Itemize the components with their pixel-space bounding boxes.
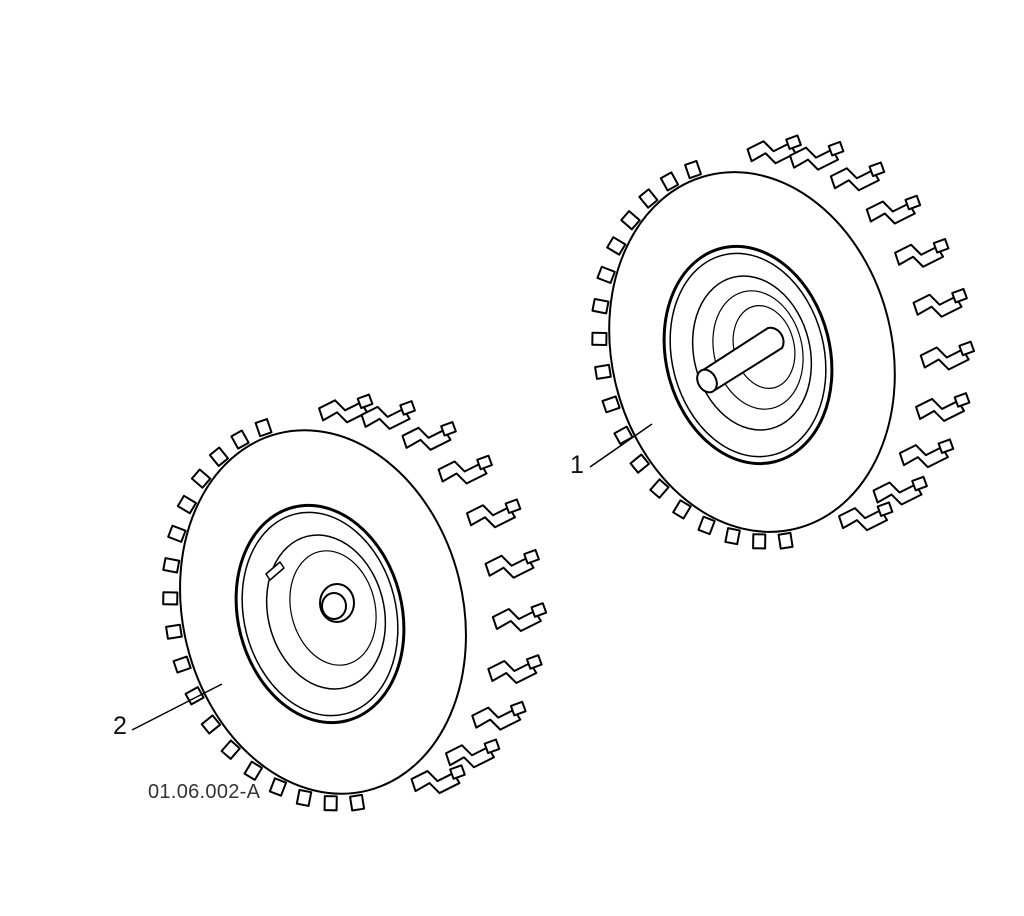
wheel-2-lug-block — [440, 421, 457, 437]
wheel-2-side-lug — [220, 739, 241, 760]
wheel-2-lug-block — [476, 454, 493, 471]
wheel-2-lug — [410, 770, 461, 795]
reference-code: 01.06.002-A — [148, 781, 261, 803]
wheel-1-side-lug — [613, 425, 634, 445]
wheel-1-lug — [865, 200, 916, 225]
wheel-2-lug-block — [399, 400, 416, 416]
wheel-2-lug-block — [504, 498, 522, 514]
callout-1-leader — [589, 423, 653, 468]
wheel-1-side-lug — [659, 171, 680, 192]
wheel-1-lug-block — [932, 238, 950, 254]
wheel-1-lug-block — [868, 161, 886, 178]
wheel-2-side-lug — [254, 418, 273, 438]
wheel-2-lug-block — [530, 602, 548, 618]
wheel-1-side-lug — [591, 331, 608, 346]
wheel-2-lug — [484, 554, 535, 579]
wheel-2-lug — [491, 608, 542, 633]
wheel-1-side-lug — [684, 160, 702, 180]
wheel-1-side-lug — [596, 265, 616, 284]
wheel-1-lug — [898, 444, 949, 469]
wheel-1-side-lug — [672, 499, 692, 520]
wheel-2-side-lug — [162, 591, 179, 606]
wheel-2-lug — [444, 744, 495, 769]
wheel-2-side-lug — [167, 524, 187, 543]
wheel-1-side-lug — [649, 478, 670, 499]
wheel-2-lug-block — [356, 393, 374, 410]
callout-1-label: 1 — [570, 451, 584, 479]
wheel-2-lug-block — [523, 548, 540, 565]
wheel-1-lug-block — [937, 438, 955, 454]
wheel-1-side-lugs — [591, 160, 794, 550]
wheel-1-lug-block — [904, 194, 922, 211]
wheel-1-lug-block — [958, 340, 976, 357]
wheel-2-side-lug — [349, 793, 366, 812]
wheel-2-valve-stem — [265, 561, 285, 581]
wheel-2-tread — [318, 393, 548, 795]
wheel-1-side-lug — [594, 363, 612, 380]
wheel-2-lug-block — [509, 700, 527, 717]
wheel-2-lug — [471, 706, 522, 731]
wheel-1-lug-block — [876, 501, 894, 517]
wheel-1-lug-block — [911, 475, 928, 492]
wheel-1-lug — [829, 167, 880, 192]
wheel-1-lug — [912, 293, 963, 318]
wheel-1-lug-block — [951, 287, 968, 304]
wheel-2-lug-block — [525, 654, 543, 670]
wheel-2-lug — [437, 460, 488, 485]
callout-2-label: 2 — [113, 712, 127, 740]
wheel-2-side-lug — [323, 795, 338, 812]
wheel-1-side-lug — [620, 210, 641, 231]
wheel-1-side-lug — [777, 531, 794, 550]
wheel-2 — [162, 393, 548, 812]
wheel-1-lug — [789, 146, 840, 171]
wheel-2-side-lug — [162, 557, 181, 574]
wheel-1-axle — [699, 326, 785, 391]
wheel-1-side-lug — [697, 515, 716, 536]
wheel-2-lug-block — [449, 764, 466, 780]
wheel-2-side-lug — [172, 655, 192, 674]
wheel-1-side-lug — [601, 395, 621, 414]
wheel-2-side-lug — [295, 788, 313, 807]
wheel-1-tread — [746, 134, 976, 532]
wheel-1-lug — [894, 243, 945, 268]
wheel-1-side-lug — [591, 297, 610, 315]
wheel-2-hub-bore — [321, 592, 347, 620]
wheel-1 — [591, 134, 976, 550]
wheel-1-side-lug — [724, 527, 741, 546]
wheel-2-lug-block — [483, 738, 501, 755]
wheel-2-side-lug — [165, 623, 183, 640]
wheel-2-side-lug — [208, 446, 230, 467]
wheel-1-side-lug — [638, 188, 659, 209]
wheel-2-lug — [487, 659, 538, 684]
wheel-1-lug-block — [953, 392, 971, 408]
wheel-1-lug — [872, 481, 923, 506]
wheel-1-axle-end — [696, 368, 718, 394]
wheel-1-lug — [915, 397, 966, 422]
wheel-1-lug-block — [785, 134, 802, 150]
wheel-2-side-lug — [176, 494, 197, 515]
wheel-1-side-lug — [752, 533, 767, 550]
wheel-2-side-lug — [268, 777, 288, 797]
wheel-2-lug — [465, 504, 516, 529]
wheel-2-side-lug — [200, 714, 222, 735]
callout-2-leader — [131, 683, 223, 731]
wheel-2-lug — [401, 426, 452, 451]
wheel-1-lug — [838, 507, 889, 532]
wheel-2-lug — [360, 405, 411, 430]
wheel-1-side-lug — [629, 453, 650, 474]
wheel-2-side-lug — [190, 468, 212, 489]
wheel-1-lug-block — [827, 140, 845, 157]
wheel-1-lug — [919, 346, 970, 371]
wheel-2-side-lug — [243, 760, 264, 781]
wheel-1-side-lug — [606, 236, 627, 256]
wheel-2-side-lug — [230, 429, 250, 450]
